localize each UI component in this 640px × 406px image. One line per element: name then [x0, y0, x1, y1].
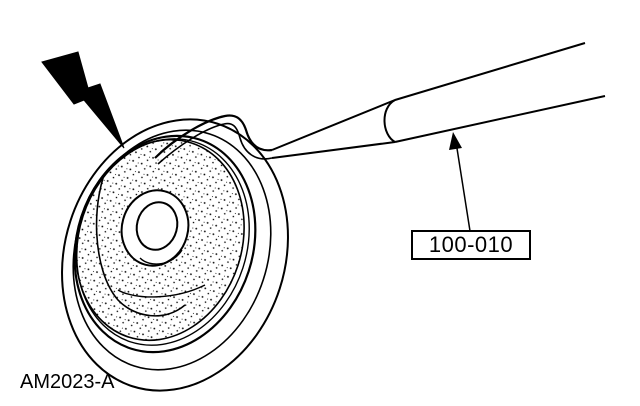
housing-outer-ring	[61, 118, 289, 392]
figure-id: AM2023-A	[20, 371, 115, 393]
hub-shadow	[139, 249, 183, 265]
seal-pick-tool	[154, 42, 606, 165]
tool-number-text: 100-010	[428, 232, 514, 257]
oil-seal	[73, 134, 257, 354]
seal-spring-edge	[95, 159, 186, 317]
tool-number-label: 100-010	[411, 230, 531, 260]
tool-shaft	[271, 99, 396, 159]
tool-leader-line	[449, 132, 471, 232]
seal-lower-sweep	[117, 284, 206, 298]
tool-hook-inner	[157, 122, 273, 165]
tool-handle	[383, 42, 606, 143]
callout-arrow-icon	[41, 51, 125, 149]
tool-hook	[154, 114, 273, 159]
hub-inner	[135, 201, 179, 251]
